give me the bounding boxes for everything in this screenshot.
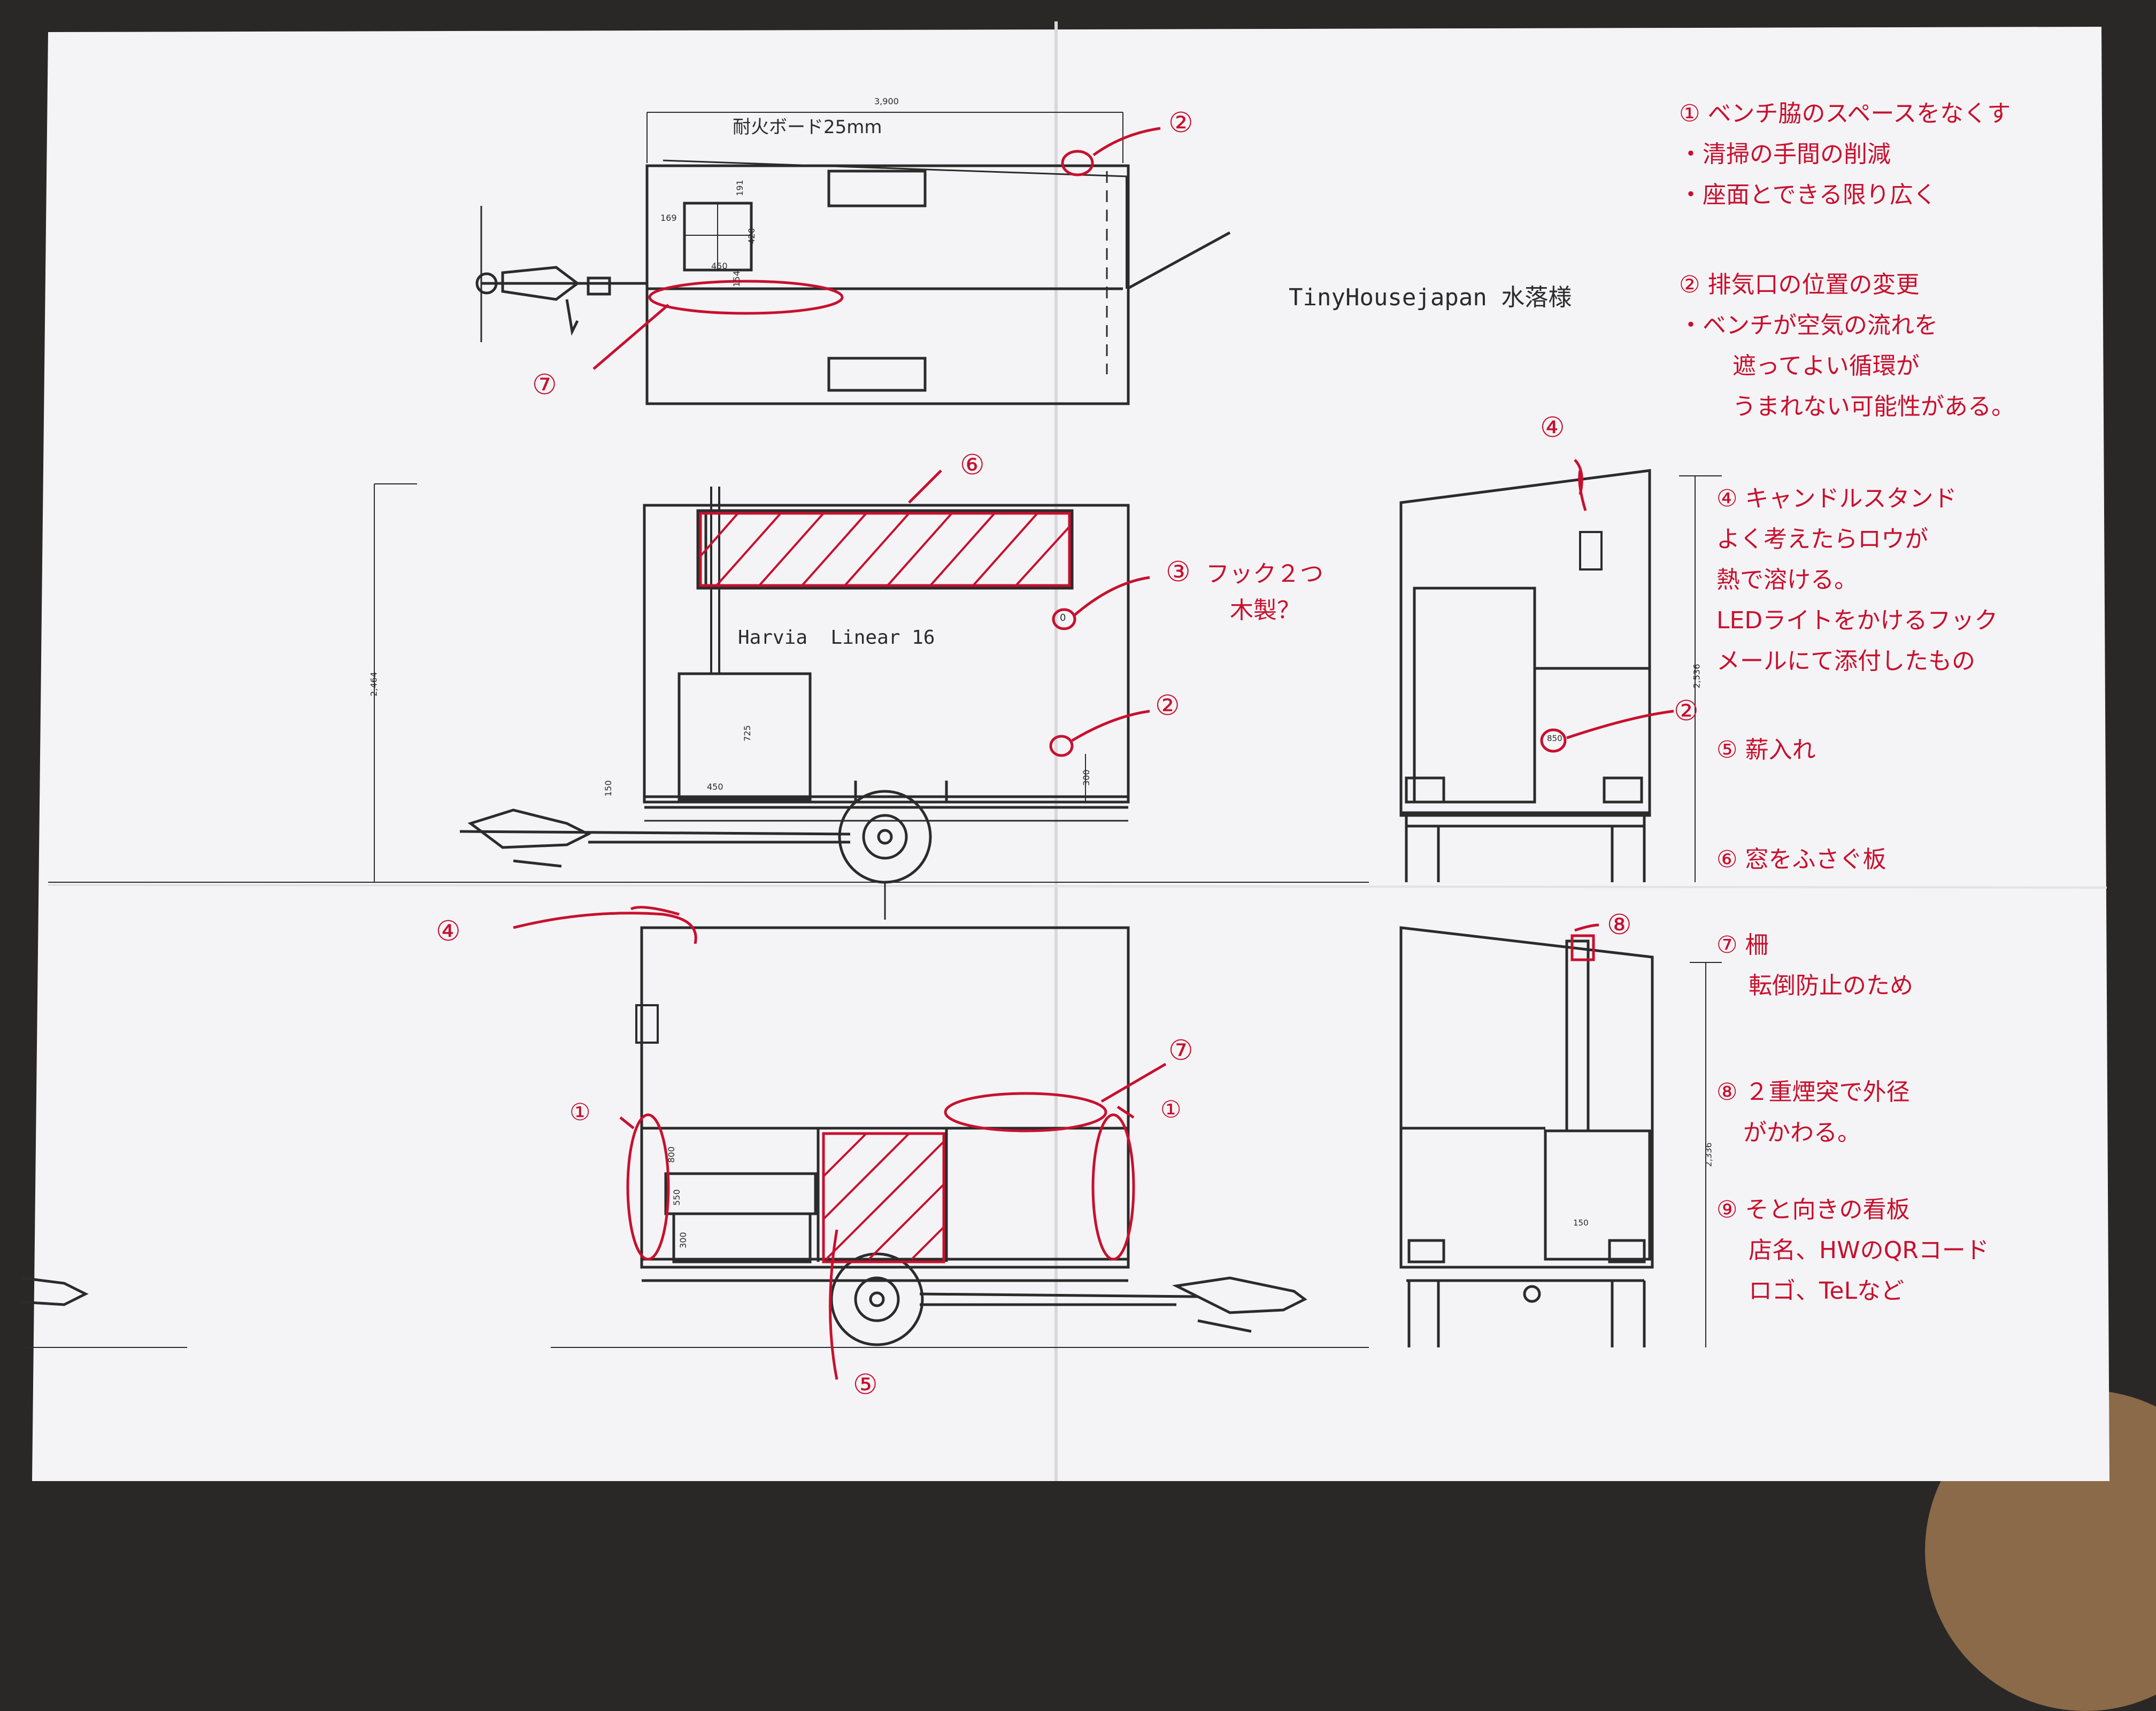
note-4: ④ キャンドルスタンド よく考えたらロウが 熱で溶ける。 LEDライトをかけるフ… (1716, 479, 2091, 682)
marker-5: ⑤ (853, 1369, 878, 1401)
note-4-num: ④ (1716, 485, 1738, 512)
dim-725: 725 (742, 725, 752, 742)
note-5: ⑤ 薪入れ (1716, 730, 2091, 770)
note-7: ⑦ 柵 転倒防止のため (1716, 925, 2091, 1006)
marker-8: ⑧ (1607, 909, 1632, 941)
note-6-num: ⑥ (1716, 846, 1738, 873)
marker-3: ③ (1166, 556, 1191, 588)
note-6-line-1: 窓をふさぐ板 (1745, 846, 1886, 873)
hook-note-line-1: フック２つ (1206, 560, 1323, 588)
red-markup (513, 127, 1674, 1380)
note-2-line-2: ・ベンチが空気の流れを (1679, 312, 1938, 339)
note-1-num: ① (1679, 100, 1700, 127)
note-4-line-2: よく考えたらロウが (1716, 526, 1928, 553)
note-8: ⑧ ２重煙突で外径 がかわる。 (1716, 1072, 2091, 1153)
hook-mark: 0 (1060, 612, 1066, 623)
dim-800: 800 (666, 1146, 676, 1163)
marker-2-top: ② (1168, 107, 1194, 139)
board-label: 耐火ボード25mm (733, 117, 882, 138)
note-8-num: ⑧ (1716, 1078, 1738, 1106)
dim-300-side: 300 (1081, 769, 1091, 786)
note-4-line-4: LEDライトをかけるフック (1716, 607, 1998, 634)
dim-154: 154 (731, 271, 742, 287)
photo-stage: TinyHousejapan 水落様 耐火ボード25mm Harvia Line… (21, 21, 2156, 1711)
dim-300-bottom: 300 (677, 1232, 688, 1248)
dim-height-rear: 2,336 (1703, 1142, 1714, 1167)
note-7-num: ⑦ (1716, 931, 1738, 959)
side-view-2 (21, 926, 1369, 1348)
dim-420: 420 (746, 228, 757, 244)
note-4-line-1: キャンドルスタンド (1745, 485, 1957, 512)
note-5-line-1: 薪入れ (1745, 736, 1816, 764)
marker-7-top: ⑦ (532, 369, 557, 401)
rear-view (1399, 926, 1722, 1347)
note-8-line-1: ２重煙突で外径 (1745, 1078, 1910, 1106)
note-9-num: ⑨ (1716, 1196, 1738, 1223)
drawing-title: TinyHousejapan 水落様 (1289, 284, 1572, 311)
note-7-line-1: 柵 (1745, 931, 1769, 959)
note-4-line-5: メールにて添付したもの (1716, 648, 1975, 675)
note-9-line-2: 店名、HWのQRコード (1749, 1237, 1989, 1264)
note-9-line-1: そと向きの看板 (1745, 1196, 1910, 1223)
side-view (48, 483, 1369, 920)
drawing-sheet (21, 21, 2109, 1481)
note-6: ⑥ 窓をふさぐ板 (1716, 839, 2091, 880)
note-7-line-2: 転倒防止のため (1749, 972, 1913, 999)
note-9: ⑨ そと向きの看板 店名、HWのQRコード ロゴ、TeLなど (1716, 1190, 2091, 1312)
marker-4-front: ④ (1540, 412, 1565, 444)
note-9-line-3: ロゴ、TeLなど (1749, 1277, 1904, 1305)
hook-note: フック２つ 木製？ (1206, 556, 1323, 629)
dim-450-side: 450 (707, 782, 723, 792)
note-8-line-2: がかわる。 (1743, 1119, 1861, 1146)
dim-450-top: 450 (711, 261, 728, 271)
marker-2-front: ② (1674, 695, 1699, 727)
dim-850: 850 (1547, 734, 1562, 743)
dim-191: 191 (734, 180, 745, 196)
marker-2-side: ② (1155, 690, 1180, 722)
note-1-line-3: ・座面とできる限り広く (1679, 181, 1937, 209)
note-2-line-4: うまれない可能性がある。 (1732, 393, 2015, 420)
note-2: ② 排気口の位置の変更 ・ベンチが空気の流れを 遮ってよい循環が うまれない可能… (1679, 265, 2085, 427)
note-4-line-3: 熱で溶ける。 (1716, 566, 1858, 594)
dim-169: 169 (660, 213, 677, 223)
hook-note-line-2: 木製？ (1230, 597, 1300, 624)
dim-height-side: 2,464 (368, 672, 379, 697)
note-2-line-3: 遮ってよい循環が (1732, 352, 1920, 380)
note-2-line-1: 排気口の位置の変更 (1707, 271, 1920, 298)
paper-fold-h (48, 884, 2107, 889)
marker-7-bottom: ⑦ (1168, 1035, 1194, 1067)
note-1: ① ベンチ脇のスペースをなくす ・清掃の手間の削減 ・座面とできる限り広く (1679, 94, 2085, 215)
dim-height-front: 2,536 (1691, 664, 1702, 689)
marker-6: ⑥ (960, 449, 985, 481)
dim-overall: 3,900 (874, 96, 899, 106)
dim-550: 550 (671, 1189, 682, 1206)
note-5-num: ⑤ (1716, 736, 1738, 764)
marker-1-left: ① (569, 1099, 591, 1126)
front-view (1399, 469, 1722, 882)
marker-4-bottom: ④ (436, 915, 461, 947)
note-1-line-2: ・清掃の手間の削減 (1679, 141, 1891, 168)
marker-1-right: ① (1160, 1096, 1182, 1123)
stove-label: Harvia Linear 16 (738, 627, 935, 649)
dim-150: 150 (603, 780, 613, 797)
dim-150-rear: 150 (1573, 1218, 1589, 1228)
paper-sheet (32, 27, 2109, 1481)
note-1-line-1: ベンチ脇のスペースをなくす (1707, 100, 2011, 127)
note-2-num: ② (1679, 271, 1700, 298)
